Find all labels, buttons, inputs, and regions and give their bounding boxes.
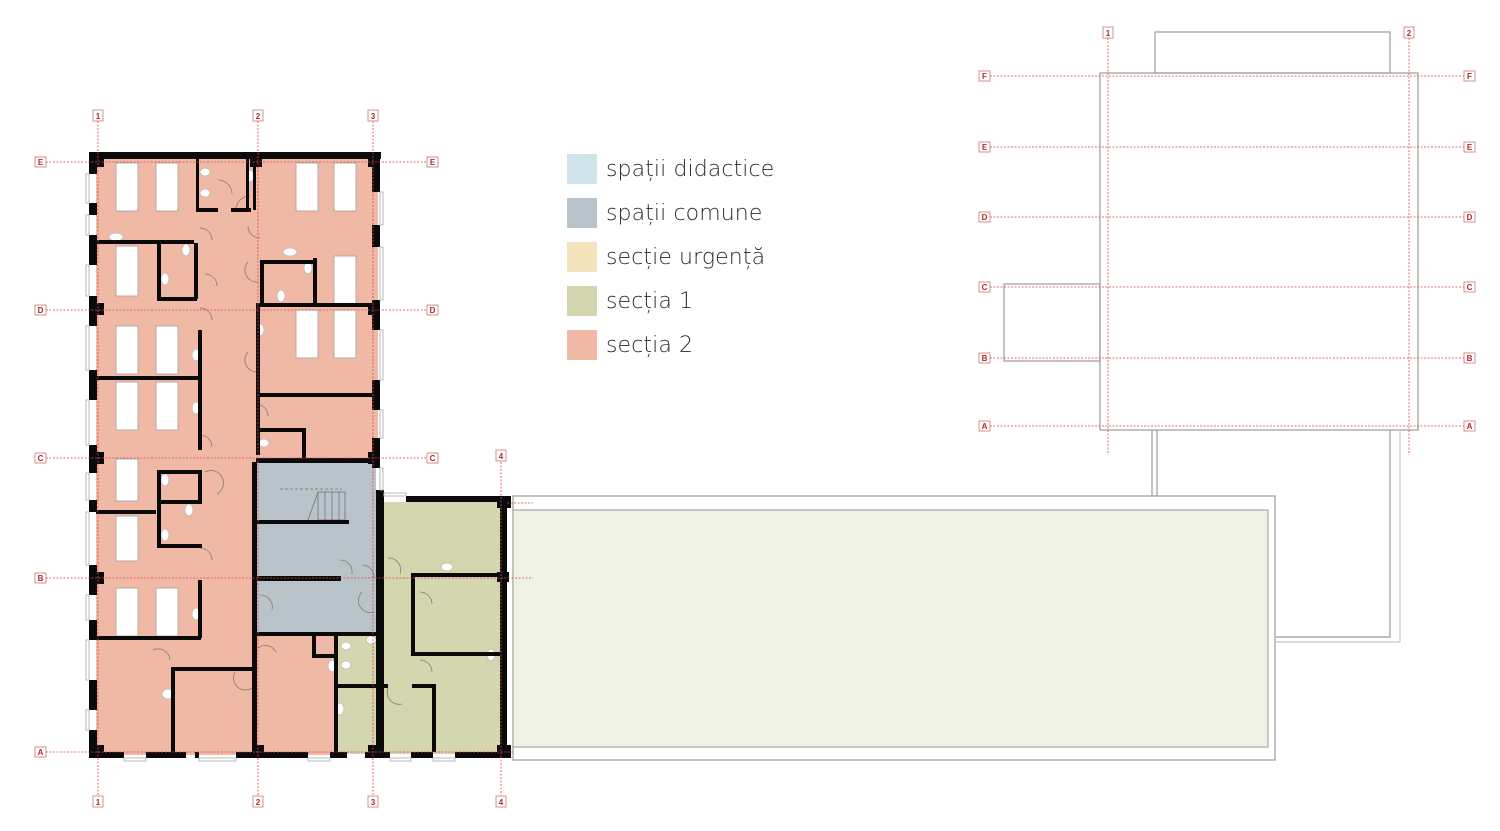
grid-tag-r1: 1 bbox=[1102, 26, 1114, 39]
legend: spații didactice spații comune secție ur… bbox=[567, 147, 774, 367]
grid-tag-rA-left: A bbox=[978, 420, 991, 432]
legend-swatch bbox=[567, 286, 597, 316]
grid-tag-rA-right: A bbox=[1463, 420, 1476, 432]
grid-tag-E-left: E bbox=[34, 156, 47, 168]
legend-label: spații didactice bbox=[606, 156, 775, 182]
svg-text:C: C bbox=[1467, 283, 1473, 292]
svg-text:3: 3 bbox=[371, 798, 376, 807]
svg-text:B: B bbox=[1467, 354, 1473, 363]
legend-swatch bbox=[567, 242, 597, 272]
grid-tag-3-top: 3 bbox=[367, 109, 379, 122]
legend-item-spatii-comune: spații comune bbox=[567, 191, 774, 235]
grid-tag-rF-left: F bbox=[978, 70, 991, 82]
svg-text:1: 1 bbox=[96, 798, 101, 807]
windows bbox=[85, 173, 456, 762]
grid-tag-rE-left: E bbox=[978, 141, 991, 153]
grid-tag-rC-left: C bbox=[978, 281, 991, 293]
svg-text:E: E bbox=[982, 143, 988, 152]
svg-text:3: 3 bbox=[371, 112, 376, 121]
svg-text:4: 4 bbox=[499, 798, 504, 807]
grid-tag-rC-right: C bbox=[1463, 281, 1476, 293]
grid-tag-3-bottom: 3 bbox=[367, 795, 379, 808]
grid-tag-B-left: B bbox=[34, 572, 47, 584]
grid-tag-rB-right: B bbox=[1463, 352, 1476, 364]
svg-text:A: A bbox=[982, 422, 988, 431]
structural-grid-left bbox=[46, 121, 533, 795]
svg-text:E: E bbox=[1467, 143, 1473, 152]
legend-label: secția 2 bbox=[606, 332, 694, 358]
svg-text:D: D bbox=[982, 213, 988, 222]
svg-text:D: D bbox=[38, 306, 44, 315]
grid-tag-4-bottom: 4 bbox=[495, 795, 507, 808]
svg-text:1: 1 bbox=[96, 112, 101, 121]
svg-text:C: C bbox=[38, 454, 44, 463]
grid-tag-4-top: 4 bbox=[495, 449, 507, 462]
legend-swatch bbox=[567, 330, 597, 360]
grid-tag-r2: 2 bbox=[1403, 26, 1415, 39]
svg-text:C: C bbox=[430, 454, 436, 463]
grid-tag-rD-right: D bbox=[1463, 211, 1476, 223]
svg-text:B: B bbox=[38, 574, 44, 583]
site-plan-outline bbox=[1003, 31, 1419, 643]
structural-grid-right bbox=[990, 38, 1464, 455]
svg-text:F: F bbox=[1467, 72, 1472, 81]
svg-text:F: F bbox=[982, 72, 987, 81]
grid-tag-rF-right: F bbox=[1463, 70, 1476, 82]
svg-text:D: D bbox=[430, 306, 436, 315]
grid-tag-E-right: E bbox=[426, 156, 439, 168]
svg-text:C: C bbox=[982, 283, 988, 292]
beds bbox=[115, 162, 357, 637]
walls bbox=[89, 152, 511, 758]
svg-text:2: 2 bbox=[256, 112, 261, 121]
svg-text:2: 2 bbox=[1407, 29, 1412, 38]
svg-text:E: E bbox=[38, 158, 44, 167]
legend-label: secția 1 bbox=[606, 288, 694, 314]
svg-text:D: D bbox=[1467, 213, 1473, 222]
grid-tag-D-left: D bbox=[34, 304, 47, 316]
legend-item-sectie-urgenta: secție urgență bbox=[567, 235, 774, 279]
grid-tag-C-right: C bbox=[426, 452, 439, 464]
svg-text:E: E bbox=[430, 158, 436, 167]
svg-text:2: 2 bbox=[256, 798, 261, 807]
legend-label: secție urgență bbox=[606, 244, 766, 270]
legend-item-sectia-1: secția 1 bbox=[567, 279, 774, 323]
svg-text:A: A bbox=[38, 748, 44, 757]
annex-block bbox=[512, 495, 1276, 761]
legend-item-spatii-didactice: spații didactice bbox=[567, 147, 774, 191]
svg-text:A: A bbox=[1467, 422, 1473, 431]
grid-tag-2-bottom: 2 bbox=[252, 795, 264, 808]
grid-tags: 1 2 3 4 1 2 3 4 E E D D C C B A 1 2 F F … bbox=[34, 26, 1476, 808]
legend-swatch bbox=[567, 154, 597, 184]
legend-label: spații comune bbox=[606, 200, 763, 226]
svg-text:1: 1 bbox=[1106, 29, 1111, 38]
legend-swatch bbox=[567, 198, 597, 228]
grid-tag-C-left: C bbox=[34, 452, 47, 464]
svg-text:B: B bbox=[982, 354, 988, 363]
grid-tag-1-bottom: 1 bbox=[92, 795, 104, 808]
grid-tag-rB-left: B bbox=[978, 352, 991, 364]
legend-item-sectia-2: secția 2 bbox=[567, 323, 774, 367]
grid-tag-2-top: 2 bbox=[252, 109, 264, 122]
svg-text:4: 4 bbox=[499, 452, 504, 461]
grid-tag-A-left: A bbox=[34, 746, 47, 758]
grid-tag-rD-left: D bbox=[978, 211, 991, 223]
grid-tag-rE-right: E bbox=[1463, 141, 1476, 153]
grid-tag-D-right: D bbox=[426, 304, 439, 316]
grid-tag-1-top: 1 bbox=[92, 109, 104, 122]
